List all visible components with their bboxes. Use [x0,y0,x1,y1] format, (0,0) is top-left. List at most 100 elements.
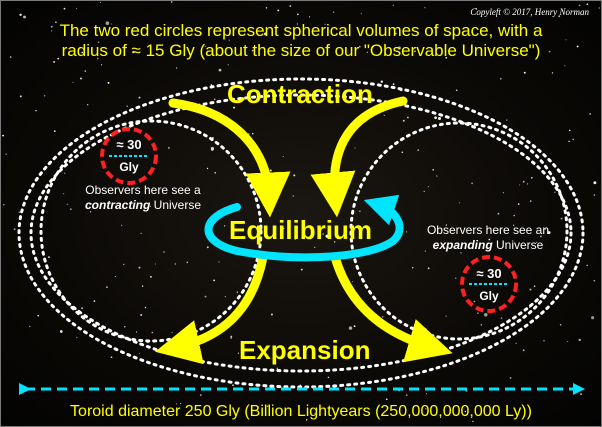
star [513,214,515,217]
star [445,224,448,226]
star [168,147,170,149]
star [500,317,503,319]
star [66,203,68,205]
star [395,32,397,35]
star [218,261,220,263]
star [76,336,78,339]
star [559,324,562,326]
star [425,408,427,410]
star [407,116,409,119]
star [519,184,521,186]
star [327,376,330,379]
star [176,53,178,55]
star [527,183,529,185]
star [353,325,356,328]
star [292,195,295,197]
star [181,208,183,210]
star [304,34,306,36]
star [213,98,216,101]
star [359,210,361,212]
star [97,41,100,43]
star [174,263,177,265]
star [402,119,405,122]
star [3,204,5,206]
star [223,225,226,227]
star [237,352,240,354]
volume-right-unit: Gly [479,289,499,303]
star [269,169,272,172]
star [232,384,234,387]
star [427,267,430,270]
volume-left-unit: Gly [119,160,139,174]
star [523,71,526,74]
star [289,346,291,348]
star [163,251,165,253]
star [296,23,299,25]
star [460,252,462,254]
arrow-contraction-left [168,98,291,218]
star [124,326,126,328]
star [560,217,563,220]
star [348,326,353,330]
star [175,67,178,69]
star [529,288,532,291]
star [107,81,110,84]
star [230,335,233,338]
star [206,246,209,249]
star [567,340,569,343]
star [251,49,254,52]
star [568,140,570,143]
star [332,11,335,13]
star [123,263,125,266]
star [397,46,401,50]
star [283,228,285,230]
star [564,65,566,67]
observer-note-left-tail: Universe [150,198,202,212]
star [228,39,230,41]
star [135,331,138,333]
star [554,191,556,194]
star [53,130,56,132]
star [471,182,473,185]
star [480,324,483,326]
star [63,7,66,10]
star [424,7,426,9]
star [586,3,589,6]
star [84,70,87,72]
observer-note-right-line1: Observers here see an [426,223,550,237]
star [110,23,112,25]
star [366,51,369,54]
star [114,275,116,277]
star [530,176,533,179]
star [565,39,567,41]
toroid-right-cross-section [349,121,569,341]
star [53,60,56,63]
star [544,228,546,230]
star [213,279,215,282]
observer-note-right: Observers here see an expanding Universe [399,223,577,253]
star [89,140,91,142]
star [401,151,404,154]
toroid-diameter-caption: Toroid diameter 250 Gly (Billion Lightye… [70,403,532,420]
star [432,168,435,171]
star [445,315,447,317]
star [455,277,457,279]
star [9,56,12,58]
star [105,21,110,25]
star [312,95,315,98]
star [50,30,53,32]
star [59,330,63,333]
star [513,224,515,226]
star [506,119,508,121]
star [543,339,545,342]
star [297,13,299,16]
star [502,192,505,194]
star [598,7,600,9]
star [276,367,279,369]
volume-left-value: ≈ 30 [116,137,142,152]
star [50,25,53,28]
star [210,84,213,86]
